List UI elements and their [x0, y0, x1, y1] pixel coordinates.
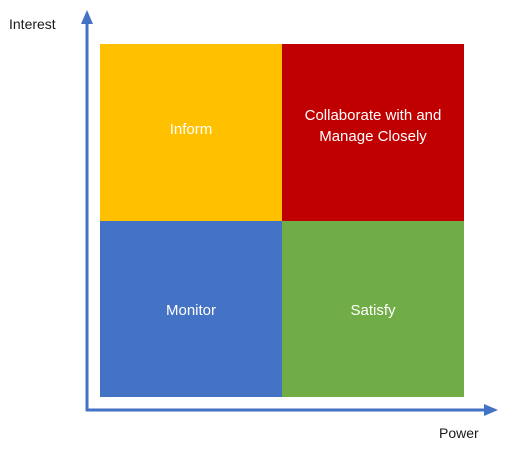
- quadrant-inform: Inform: [100, 44, 282, 221]
- quadrant-satisfy-label: Satisfy: [350, 301, 396, 319]
- y-axis-arrowhead: [81, 10, 93, 24]
- quadrant-collaborate: Collaborate with and Manage Closely: [282, 44, 464, 221]
- x-axis-arrowhead: [484, 404, 498, 416]
- x-axis-label: Power: [439, 425, 479, 441]
- quadrant-satisfy: Satisfy: [282, 221, 464, 397]
- quadrant-monitor: Monitor: [100, 221, 282, 397]
- quadrant-monitor-label: Monitor: [165, 301, 217, 319]
- y-axis-label: Interest: [9, 16, 56, 32]
- quadrant-inform-label: Inform: [169, 121, 213, 138]
- quadrant-collaborate-label: Collaborate with and Manage Closely: [304, 106, 442, 145]
